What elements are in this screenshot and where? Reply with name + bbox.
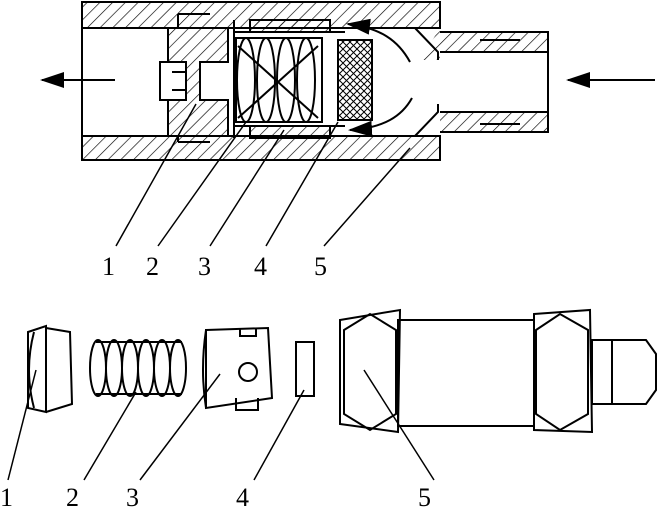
- exploded-callout-1: 1: [0, 483, 13, 512]
- exploded-callout-3: 3: [126, 483, 139, 512]
- exploded-callout-5: 5: [418, 483, 431, 512]
- section-callout-1: 1: [102, 252, 115, 281]
- section-leaders: [115, 103, 411, 247]
- housing-part: [339, 308, 657, 481]
- exploded-callout-2: 2: [66, 483, 79, 512]
- flow-arrows: [40, 18, 655, 137]
- section-callout-3: 3: [198, 252, 211, 281]
- cage-part: [139, 326, 274, 481]
- plug-part: [7, 324, 74, 481]
- spring-part: [83, 339, 187, 481]
- plug-section: [159, 13, 229, 143]
- section-callouts: 1 2 3 4 5: [102, 252, 327, 281]
- section-callout-2: 2: [146, 252, 159, 281]
- section-view: [40, 1, 655, 247]
- valve-disc-section: [337, 39, 373, 121]
- section-callout-4: 4: [254, 252, 267, 281]
- cage-section: [233, 19, 345, 139]
- exploded-view: [7, 308, 657, 481]
- housing-section: [81, 1, 549, 161]
- exploded-callout-4: 4: [236, 483, 249, 512]
- exploded-callouts: 1 2 3 4 5: [0, 483, 431, 512]
- section-callout-5: 5: [314, 252, 327, 281]
- disc-part: [253, 341, 315, 481]
- spring-section: [235, 37, 323, 123]
